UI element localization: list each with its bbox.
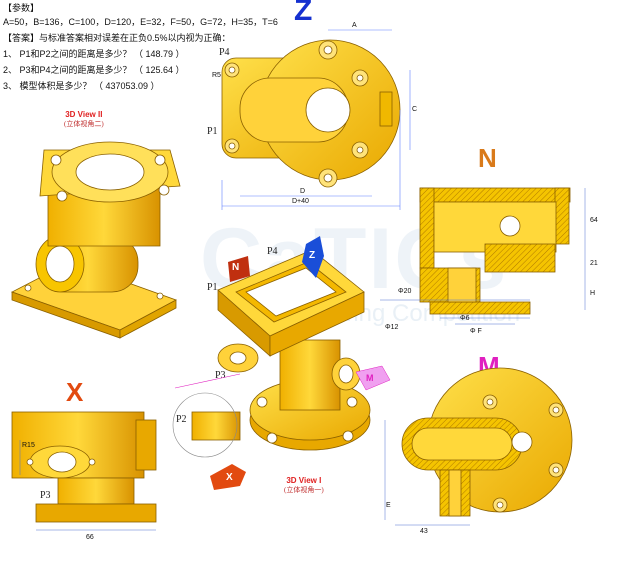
bottom-view-dims bbox=[384, 420, 470, 526]
section-view-dims bbox=[380, 188, 586, 325]
params-values: A=50，B=136，C=100，D=120，E=32，F=50，G=72，H=… bbox=[3, 17, 278, 27]
dim-h: H bbox=[590, 290, 596, 297]
top-view-dims bbox=[221, 29, 411, 210]
dim-d: D bbox=[300, 188, 306, 195]
direction-arrows bbox=[210, 236, 391, 490]
point-p1-top: P1 bbox=[207, 126, 218, 137]
dim-phi12: Φ12 bbox=[385, 324, 399, 331]
arrow-n-letter: N bbox=[232, 262, 240, 273]
iso-view-1 bbox=[191, 249, 371, 451]
point-p2-iso: P2 bbox=[176, 414, 187, 425]
view2-subtitle: (立体视角二) bbox=[64, 120, 104, 128]
view-x-label: X bbox=[66, 377, 84, 407]
dim-c: C bbox=[412, 106, 418, 113]
view-n-label: N bbox=[478, 143, 497, 173]
dim-66: 66 bbox=[86, 534, 94, 541]
params-header: 【参数】 bbox=[3, 3, 40, 13]
view1-caption: 3D View I (立体视角一) bbox=[284, 476, 324, 495]
dim-phi6: Φ6 bbox=[460, 315, 470, 322]
point-p4-top: P4 bbox=[219, 47, 230, 58]
dim-dplus: D+40 bbox=[292, 198, 309, 205]
view-z-label: Z bbox=[294, 0, 313, 27]
view2-title: 3D View II bbox=[65, 110, 103, 119]
view1-subtitle: (立体视角一) bbox=[284, 486, 324, 494]
p2-detail bbox=[172, 373, 241, 458]
x-view bbox=[11, 411, 157, 523]
dim-r15: R15 bbox=[22, 442, 35, 449]
arrow-z-letter: Z bbox=[309, 250, 316, 261]
iso-view-2 bbox=[10, 141, 181, 339]
section-view-n bbox=[419, 187, 571, 315]
question-3: 3、 模型体积是多少？ （ 437053.09 ） bbox=[3, 81, 160, 91]
point-p1-iso: P1 bbox=[207, 282, 218, 293]
question-1: 1、 P1和P2之间的距离是多少？ （ 148.79 ） bbox=[3, 49, 185, 59]
top-view bbox=[221, 39, 401, 188]
point-p3-iso: P3 bbox=[215, 370, 226, 381]
dim-21: 21 bbox=[590, 260, 598, 267]
x-view-dims bbox=[19, 440, 156, 531]
answer-header: 【答案】与标准答案相对误差在正负0.5%以内视为正确： bbox=[3, 33, 231, 43]
question-2: 2、 P3和P4之间的距离是多少？ （ 125.64 ） bbox=[3, 65, 185, 75]
arrow-m-letter: M bbox=[366, 373, 374, 383]
point-p3-x: P3 bbox=[40, 490, 51, 501]
dim-r5: R5 bbox=[212, 72, 221, 79]
dim-a: A bbox=[352, 22, 357, 29]
dim-e: E bbox=[386, 502, 391, 509]
dim-phi-f: Φ F bbox=[470, 328, 482, 335]
bottom-view-m bbox=[401, 367, 573, 517]
dim-phi20: Φ20 bbox=[398, 288, 412, 295]
view1-title: 3D View I bbox=[286, 476, 322, 485]
dim-64: 64 bbox=[590, 217, 598, 224]
arrow-x-letter: X bbox=[226, 472, 233, 483]
dim-43: 43 bbox=[420, 528, 428, 535]
view2-caption: 3D View II (立体视角二) bbox=[64, 110, 104, 129]
point-p4-iso: P4 bbox=[267, 246, 278, 257]
